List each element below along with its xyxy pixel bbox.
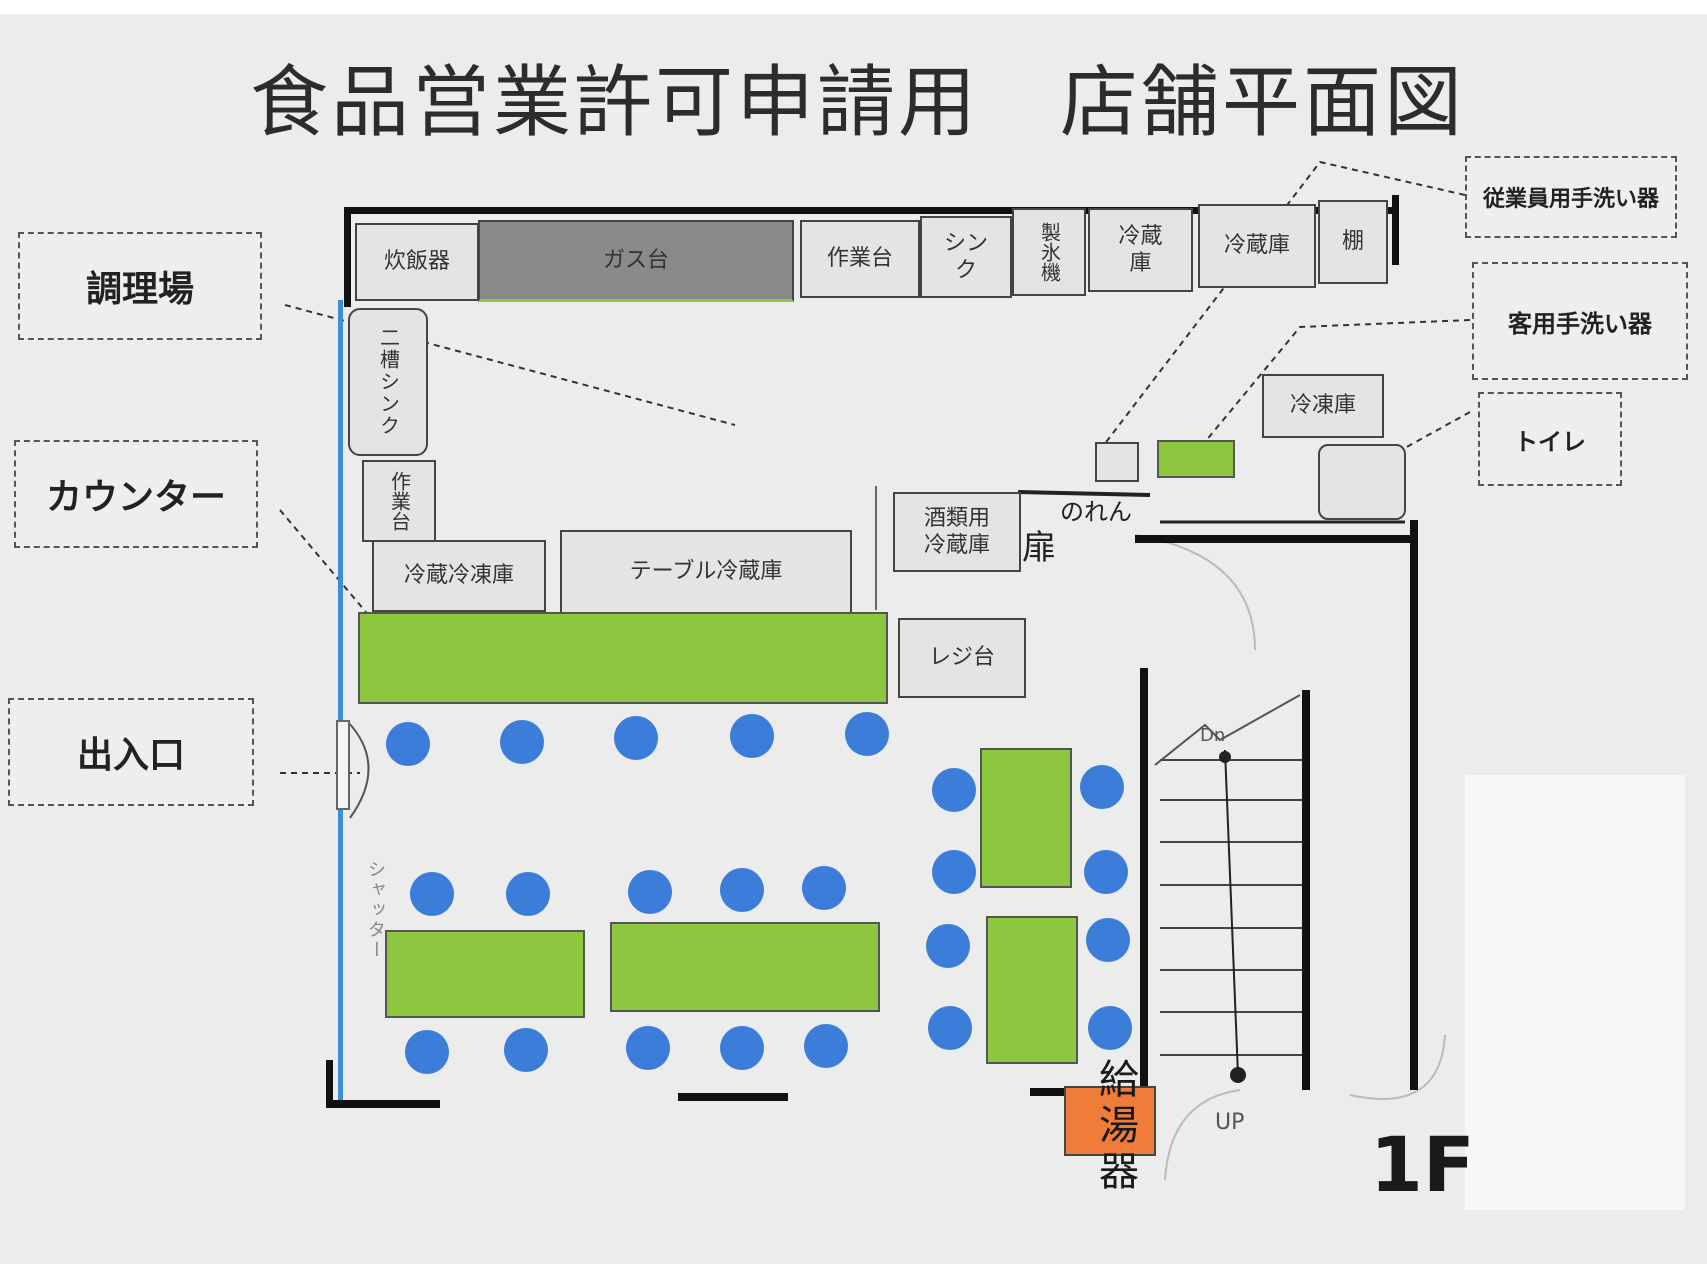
counter-top (358, 612, 888, 704)
wall-left-lower (326, 1060, 333, 1108)
stair-break-line (1154, 694, 1301, 766)
leader-counter (279, 509, 441, 701)
stair-arrow-line (1224, 749, 1239, 1076)
seat-table-b-6 (804, 1024, 848, 1068)
floor-label: 1F (1370, 1120, 1475, 1209)
wall-bottom-2 (678, 1093, 788, 1101)
seat-table-a-2 (506, 872, 550, 916)
seat-table-b-3 (802, 866, 846, 910)
stair-wall-right (1410, 520, 1418, 1090)
table-d (986, 916, 1078, 1064)
fridge-1: 冷蔵庫 (1088, 208, 1193, 292)
leader-staff-handwash (1099, 160, 1466, 451)
seat-table-d-4 (1088, 1006, 1132, 1050)
staff-handwash-sink (1095, 442, 1139, 482)
seat-counter-5 (845, 712, 889, 756)
wall-top (346, 207, 1398, 214)
wall-left-upper (344, 207, 351, 307)
table-c (980, 748, 1072, 888)
callout-staff-handwash: 従業員用手洗い器 (1465, 156, 1677, 238)
blank-patch (1465, 775, 1685, 1210)
liquor-fridge: 酒類用冷蔵庫 (893, 492, 1021, 572)
seat-table-d-1 (926, 924, 970, 968)
entrance-wall (338, 300, 343, 1105)
seat-table-c-1 (932, 768, 976, 812)
work-table-side: 作業台 (362, 460, 436, 542)
seat-table-c-3 (1080, 765, 1124, 809)
work-table-top: 作業台 (800, 220, 920, 298)
seat-table-b-4 (626, 1026, 670, 1070)
stair-arrow-dot (1230, 1067, 1246, 1083)
water-heater-label: 給湯器 (1092, 1058, 1138, 1196)
callout-kitchen: 調理場 (18, 232, 262, 340)
seat-counter-1 (386, 722, 430, 766)
seat-table-d-2 (928, 1006, 972, 1050)
seat-table-a-3 (405, 1030, 449, 1074)
entrance-door (336, 720, 350, 810)
shutter-note: シャッター (365, 860, 386, 960)
seat-table-a-1 (410, 872, 454, 916)
callout-guest-handwash: 客用手洗い器 (1472, 262, 1688, 380)
table-b (610, 922, 880, 1012)
rice-cooker: 炊飯器 (355, 223, 479, 301)
table-a (385, 930, 585, 1018)
seat-table-b-5 (720, 1026, 764, 1070)
entrance-door-swing (347, 721, 370, 819)
stair-door-arc-top (1134, 534, 1256, 651)
door-note: 扉 (1022, 528, 1056, 568)
table-fridge: テーブル冷蔵庫 (560, 530, 852, 614)
leader-guest-handwash (1199, 319, 1471, 449)
seat-table-d-3 (1086, 918, 1130, 962)
fridge-2: 冷蔵庫 (1198, 204, 1316, 288)
wall-bottom-1 (330, 1100, 440, 1108)
seat-counter-4 (730, 714, 774, 758)
stair-wall-left (1140, 668, 1148, 1088)
seat-counter-3 (614, 716, 658, 760)
double-sink: 二槽シンク (348, 308, 428, 456)
seat-table-a-4 (504, 1028, 548, 1072)
wall-right-upper (1392, 195, 1399, 265)
register: レジ台 (898, 618, 1026, 698)
gas-stove: ガス台 (478, 220, 794, 302)
noren-note: のれん (1060, 498, 1132, 526)
noren-line (1017, 490, 1151, 497)
seat-table-b-1 (628, 870, 672, 914)
toilet-fixture (1318, 444, 1406, 520)
callout-counter: カウンター (14, 440, 258, 548)
stair-door-arc-bottom (1164, 1089, 1241, 1181)
guest-handwash-sink (1157, 440, 1235, 478)
ice-maker: 製氷機 (1012, 208, 1086, 296)
stair-door-arc-right (1349, 1034, 1446, 1100)
shelf: 棚 (1318, 200, 1388, 284)
stair-arrow-head (1219, 751, 1231, 763)
seat-table-b-2 (720, 868, 764, 912)
seat-table-c-4 (1084, 850, 1128, 894)
callout-toilet: トイレ (1478, 392, 1622, 486)
sink: シンク (920, 216, 1012, 298)
page-title: 食品営業許可申請用 店舗平面図 (250, 58, 1466, 148)
fridge-freezer: 冷蔵冷凍庫 (372, 540, 546, 612)
stair-treads (1160, 759, 1305, 1056)
callout-entrance: 出入口 (8, 698, 254, 806)
stair-wall-top (1135, 535, 1418, 543)
seat-counter-2 (500, 720, 544, 764)
water-heater-box (1064, 1086, 1156, 1156)
wall-bottom-3 (1030, 1088, 1090, 1096)
stairs-down-note: Dn (1200, 725, 1226, 746)
freezer: 冷凍庫 (1262, 374, 1384, 438)
stair-inner-wall (1302, 690, 1310, 1090)
seat-table-c-2 (932, 850, 976, 894)
stairs-up-note: UP (1215, 1110, 1245, 1135)
